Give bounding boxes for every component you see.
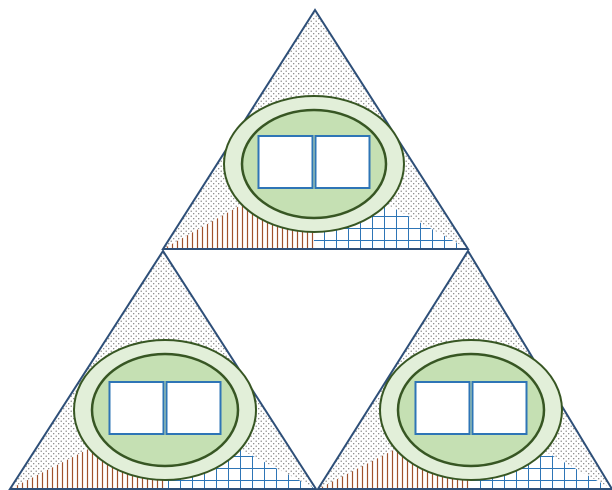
triangle-unit-bottom-left (10, 251, 316, 489)
box-1 (259, 136, 313, 188)
box-1 (110, 382, 164, 434)
triangle-unit-top (163, 10, 468, 249)
box-1 (416, 382, 470, 434)
box-2 (316, 136, 370, 188)
box-2 (167, 382, 221, 434)
triangle-unit-bottom-right (318, 251, 612, 489)
box-2 (473, 382, 527, 434)
